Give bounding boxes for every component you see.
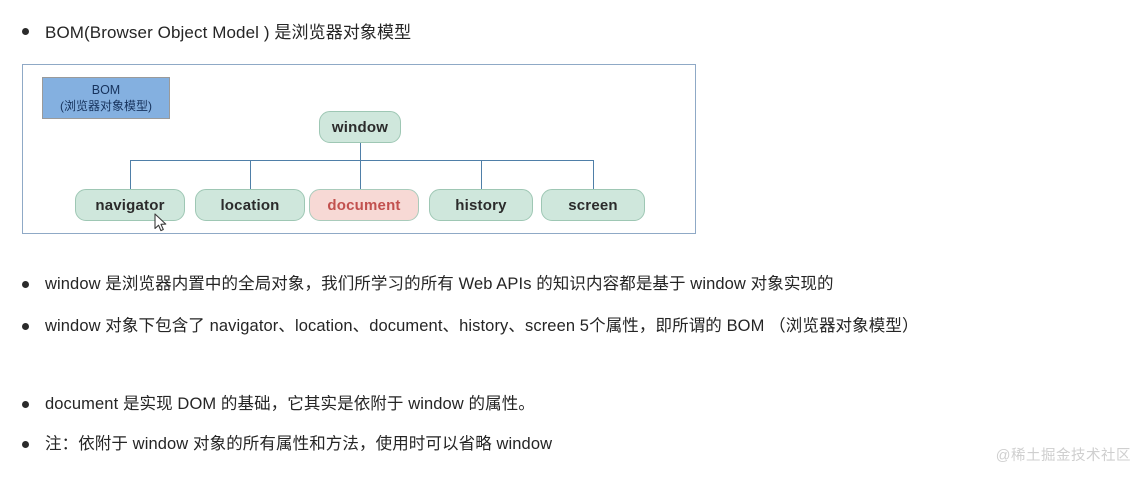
edge-drop-history [481, 160, 482, 190]
bom-diagram-panel: BOM (浏览器对象模型) window navigator location … [22, 64, 696, 234]
bullet-marker-icon [22, 281, 29, 288]
bom-legend-title: BOM [91, 83, 121, 97]
bullet-item-2: window 对象下包含了 navigator、location、documen… [22, 312, 1132, 341]
diagram-node-document: document [309, 189, 419, 221]
diagram-node-window: window [319, 111, 401, 143]
diagram-node-screen: screen [541, 189, 645, 221]
bullet-item-3: document 是实现 DOM 的基础，它其实是依附于 window 的属性。 [22, 390, 1132, 419]
bom-legend-box: BOM (浏览器对象模型) [42, 77, 170, 119]
bullet-4-text: 注：依附于 window 对象的所有属性和方法，使用时可以省略 window [45, 435, 553, 453]
bullet-intro-text: BOM(Browser Object Model ) 是浏览器对象模型 [45, 23, 412, 42]
diagram-node-location: location [195, 189, 305, 221]
edge-window-to-bus [360, 143, 361, 189]
bullet-item-intro: BOM(Browser Object Model ) 是浏览器对象模型 [22, 18, 411, 47]
diagram-node-history: history [429, 189, 533, 221]
bullet-marker-icon [22, 28, 29, 35]
diagram-node-navigator: navigator [75, 189, 185, 221]
bullet-item-1: window 是浏览器内置中的全局对象，我们所学习的所有 Web APIs 的知… [22, 270, 1132, 299]
bullet-2-text: window 对象下包含了 navigator、location、documen… [45, 317, 919, 335]
bullet-item-4: 注：依附于 window 对象的所有属性和方法，使用时可以省略 window [22, 430, 1132, 459]
edge-horizontal-bus [130, 160, 594, 161]
edge-drop-navigator [130, 160, 131, 190]
bullet-1-text: window 是浏览器内置中的全局对象，我们所学习的所有 Web APIs 的知… [45, 275, 834, 293]
bullet-marker-icon [22, 441, 29, 448]
edge-drop-screen [593, 160, 594, 190]
watermark: @稀土掘金技术社区 [995, 448, 1131, 464]
bom-legend-subtitle: (浏览器对象模型) [60, 99, 152, 113]
bullet-marker-icon [22, 323, 29, 330]
edge-drop-location [250, 160, 251, 190]
bullet-marker-icon [22, 401, 29, 408]
bullet-3-text: document 是实现 DOM 的基础，它其实是依附于 window 的属性。 [45, 395, 535, 413]
